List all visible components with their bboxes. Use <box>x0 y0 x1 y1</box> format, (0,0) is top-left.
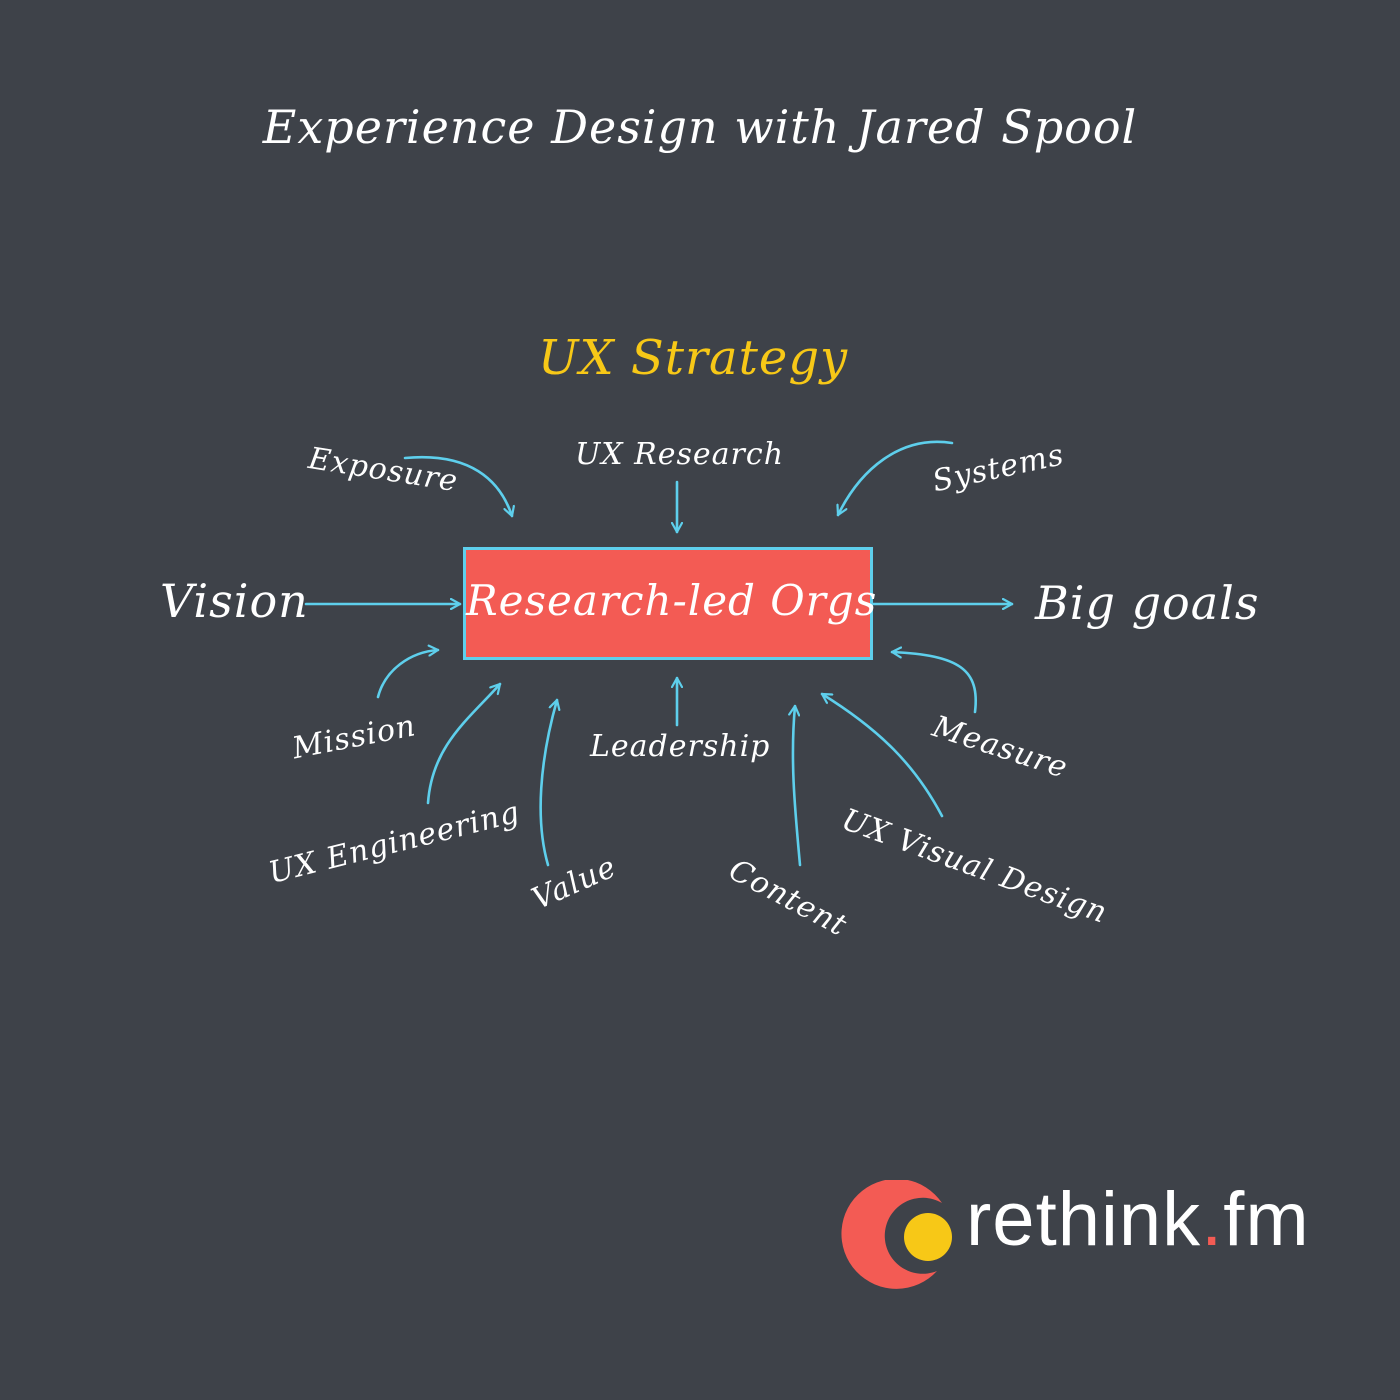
logo-name: rethink <box>966 1177 1202 1262</box>
logo-wordmark: rethink.fm <box>966 1182 1310 1258</box>
rethink-fm-logo: rethink.fm <box>834 1178 1334 1290</box>
arrow-systems <box>838 440 954 517</box>
ux-research-label: UX Research <box>575 437 785 472</box>
logo-suffix: fm <box>1223 1177 1310 1262</box>
core-box: Research-led Orgs <box>463 547 878 660</box>
arrow-ux-visual-design <box>820 692 944 818</box>
arrow-value <box>539 698 557 867</box>
arrow-ux-engineering <box>426 682 502 805</box>
logo-dot: . <box>1201 1177 1224 1262</box>
arrow-measure <box>890 652 978 714</box>
big-goals-label: Big goals <box>1035 576 1260 630</box>
diagram-heading: UX Strategy <box>538 330 849 386</box>
page-title: Experience Design with Jared Spool <box>262 100 1138 154</box>
logo-mark-icon <box>841 1178 952 1289</box>
leadership-label: Leadership <box>590 729 771 764</box>
vision-label: Vision <box>160 574 309 628</box>
arrow-content <box>793 704 802 867</box>
arrow-exposure <box>403 455 512 518</box>
arrow-mission <box>376 650 440 699</box>
core-label: Research-led Orgs <box>466 576 878 625</box>
